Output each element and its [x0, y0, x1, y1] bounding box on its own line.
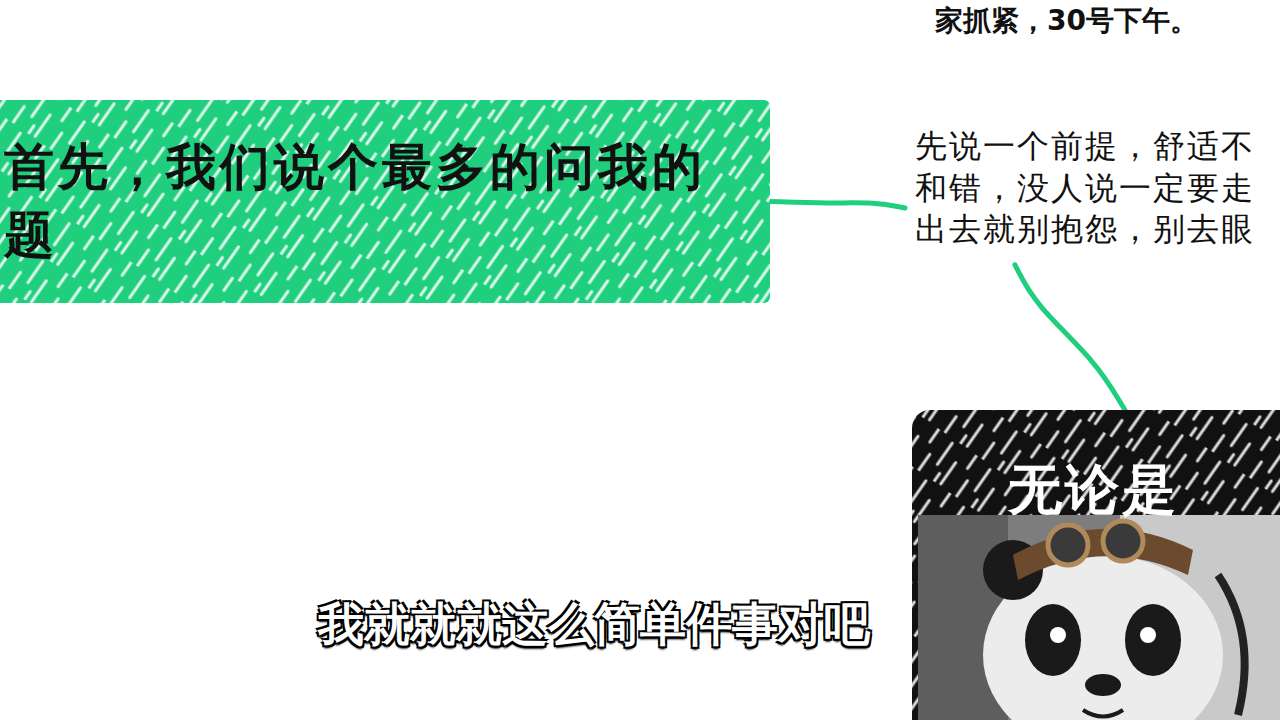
- hatch-texture: [0, 100, 770, 303]
- hatch-fill: [0, 100, 770, 303]
- node-text: 先说一个前提，舒适不 和错，没人说一定要走 出去就别抱怨，别去眼: [915, 126, 1260, 251]
- node-text: 首先，我们说个最多的问我的 题: [4, 134, 724, 269]
- branch-line: [1015, 265, 1125, 410]
- note-text: 先说一个前提，舒适不 和错，没人说一定要走 出去就别抱怨，别去眼: [905, 118, 1268, 265]
- subtitle: 我就就就这么简单件事对吧: [318, 594, 870, 656]
- branch-line: [770, 202, 905, 209]
- note-fragment: 家抓紧，30号下午。: [935, 2, 1198, 40]
- node-text: 无论是: [1008, 460, 1268, 519]
- topic-box: 首先，我们说个最多的问我的 题: [0, 100, 770, 303]
- panda-avatar: [918, 515, 1280, 720]
- dark-box: 无论是: [912, 410, 1280, 720]
